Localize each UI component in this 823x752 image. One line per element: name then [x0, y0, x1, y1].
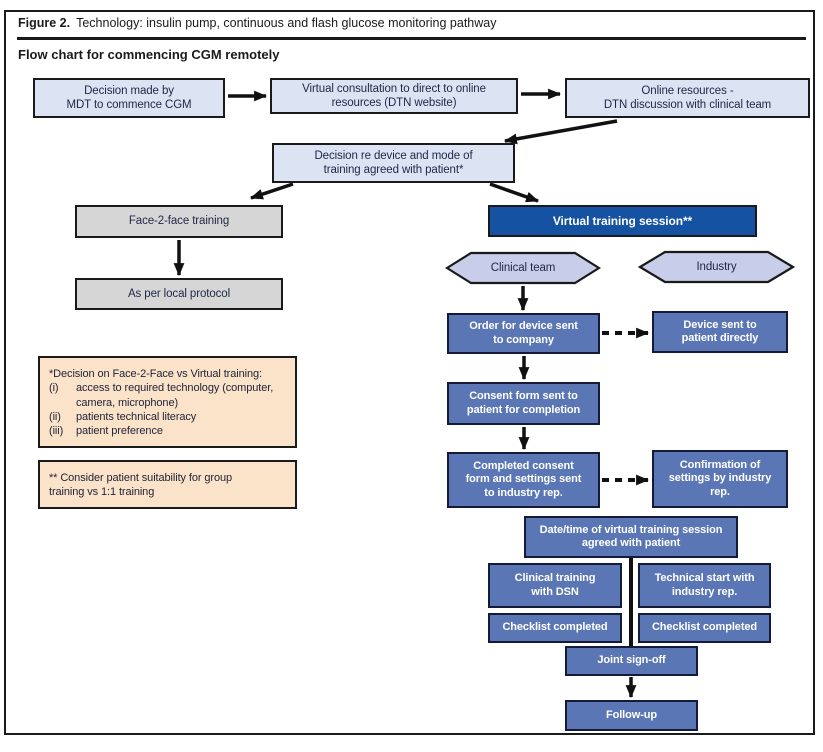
node-online-resources-label: Online resources - DTN discussion with c…	[603, 84, 772, 111]
node-online-resources: Online resources - DTN discussion with c…	[565, 78, 810, 118]
note-item-1-marker: (i)	[49, 382, 59, 395]
node-follow-up-label: Follow-up	[605, 708, 658, 721]
clinical-team-hexagon	[445, 251, 601, 285]
clinical-team-hexagon-shape	[445, 251, 601, 285]
note-item-2-marker: (ii)	[49, 410, 61, 423]
node-completed-consent-label: Completed consent form and settings sent…	[465, 459, 582, 499]
node-clinical-team: Clinical team	[445, 251, 601, 285]
note-group-training: ** Consider patient suitability for grou…	[38, 460, 297, 509]
figure-caption: Figure 2. Technology: insulin pump, conti…	[18, 16, 497, 30]
node-decision-mdt: Decision made by MDT to commence CGM	[33, 78, 225, 118]
node-checklist-completed-right: Checklist completed	[638, 613, 771, 643]
figure-border	[4, 10, 815, 735]
node-as-per-local-protocol: As per local protocol	[75, 278, 283, 310]
caption-divider	[17, 37, 806, 40]
figure-title: Technology: insulin pump, continuous and…	[76, 16, 497, 30]
node-checklist-completed-left-label: Checklist completed	[502, 621, 608, 634]
industry-hexagon-shape	[638, 250, 795, 284]
figure-label: Figure 2.	[18, 16, 71, 30]
industry-hexagon	[638, 250, 795, 284]
figure-subtitle: Flow chart for commencing CGM remotely	[18, 47, 280, 62]
node-industry: Industry	[638, 250, 795, 284]
note-group-training-text: ** Consider patient suitability for grou…	[49, 472, 233, 499]
node-virtual-training-session: Virtual training session**	[488, 205, 757, 237]
node-as-per-local-protocol-label: As per local protocol	[127, 287, 231, 300]
node-datetime-agreed: Date/time of virtual training session ag…	[524, 516, 738, 558]
node-face-to-face-training: Face-2-face training	[75, 205, 283, 238]
note-item-1: (i) access to required technology (compu…	[49, 381, 291, 410]
note-item-3-marker: (iii)	[49, 425, 64, 438]
node-decision-mdt-label: Decision made by MDT to commence CGM	[66, 84, 192, 111]
node-completed-consent: Completed consent form and settings sent…	[447, 452, 600, 508]
note-item-3: (iii) patient preference	[49, 424, 291, 438]
node-device-sent-label: Device sent to patient directly	[681, 318, 759, 344]
node-decision-device: Decision re device and mode of training …	[272, 143, 515, 183]
node-follow-up: Follow-up	[565, 700, 698, 731]
note-item-3-text: patient preference	[76, 425, 163, 438]
node-decision-device-label: Decision re device and mode of training …	[314, 149, 473, 176]
node-technical-start: Technical start with industry rep.	[638, 563, 771, 608]
node-virtual-consultation-label: Virtual consultation to direct to online…	[302, 82, 486, 109]
node-order-for-device-label: Order for device sent to company	[469, 320, 578, 346]
note-item-2-text: patients technical literacy	[76, 410, 197, 423]
node-joint-signoff-label: Joint sign-off	[597, 654, 666, 667]
note-decision-criteria-title: *Decision on Face-2-Face vs Virtual trai…	[49, 368, 262, 380]
node-virtual-training-session-label: Virtual training session**	[552, 213, 693, 228]
node-checklist-completed-left: Checklist completed	[488, 613, 622, 643]
node-confirmation-settings-label: Confirmation of settings by industry rep…	[668, 458, 772, 498]
node-confirmation-settings: Confirmation of settings by industry rep…	[652, 450, 788, 508]
node-virtual-consultation: Virtual consultation to direct to online…	[270, 78, 518, 114]
node-datetime-agreed-label: Date/time of virtual training session ag…	[539, 523, 723, 549]
node-consent-form: Consent form sent to patient for complet…	[447, 382, 600, 425]
note-item-1-text: access to required technology (computer,…	[76, 382, 274, 409]
note-decision-criteria: *Decision on Face-2-Face vs Virtual trai…	[38, 356, 297, 448]
node-joint-signoff: Joint sign-off	[565, 646, 698, 676]
node-face-to-face-training-label: Face-2-face training	[128, 215, 230, 228]
node-clinical-team-label: Clinical team	[490, 261, 556, 274]
node-clinical-training-dsn: Clinical training with DSN	[488, 563, 622, 608]
node-technical-start-label: Technical start with industry rep.	[654, 572, 755, 598]
note-item-2: (ii) patients technical literacy	[49, 410, 291, 424]
node-device-sent: Device sent to patient directly	[652, 311, 788, 353]
node-consent-form-label: Consent form sent to patient for complet…	[466, 390, 581, 416]
node-order-for-device: Order for device sent to company	[447, 313, 600, 354]
node-checklist-completed-right-label: Checklist completed	[651, 621, 758, 634]
node-industry-label: Industry	[696, 260, 737, 273]
node-clinical-training-dsn-label: Clinical training with DSN	[514, 572, 596, 598]
